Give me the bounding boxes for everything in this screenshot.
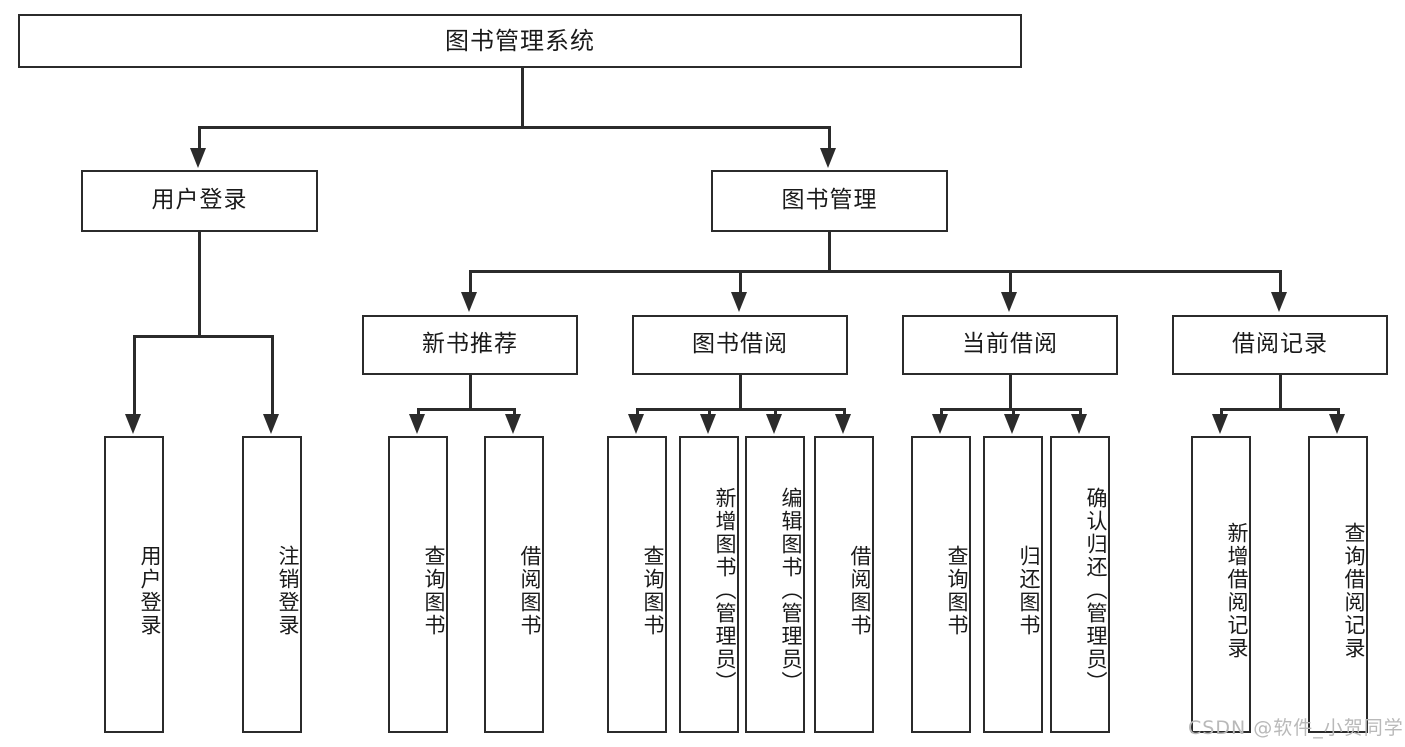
node-leaf-query-book-3[interactable]: 查询图书: [911, 436, 971, 733]
arrow-leaf-3-icon: [409, 414, 425, 434]
arrow-leaf-9-icon: [932, 414, 948, 434]
node-leaf-confirm-return[interactable]: 确认归还（管理员）: [1050, 436, 1110, 733]
node-label: 查询图书: [641, 544, 665, 637]
node-label: 查询图书: [422, 544, 446, 637]
connector-borrow-child-4: [843, 408, 846, 415]
node-label: 注销登录: [276, 544, 300, 637]
arrow-leaf-8-icon: [835, 414, 851, 434]
arrow-leaf-4-icon: [505, 414, 521, 434]
connector-l3-drop-3: [1009, 270, 1012, 294]
node-label: 编辑图书（管理员）: [779, 487, 803, 694]
node-label: 借阅图书: [518, 544, 542, 637]
node-label: 图书管理: [781, 187, 878, 214]
arrow-leaf-6-icon: [700, 414, 716, 434]
arrow-l3-3-icon: [1001, 292, 1017, 312]
node-label: 图书借阅: [692, 331, 788, 358]
connector-root-branch-left: [198, 126, 201, 148]
arrow-l3-1-icon: [461, 292, 477, 312]
connector-root-stem: [521, 68, 524, 128]
node-label: 新增借阅记录: [1225, 521, 1249, 660]
connector-borrow-child-3: [774, 408, 777, 415]
connector-borrow-bus: [636, 408, 845, 411]
connector-l3-drop-1: [469, 270, 472, 294]
connector-record-bus: [1220, 408, 1339, 411]
connector-user-login-child-1: [133, 335, 136, 414]
connector-record-child-1: [1220, 408, 1223, 415]
arrow-leaf-2-icon: [263, 414, 279, 434]
connector-recommend-bus: [417, 408, 515, 411]
arrow-l3-2-icon: [731, 292, 747, 312]
connector-record-stem: [1279, 375, 1282, 408]
node-label: 确认归还（管理员）: [1084, 487, 1108, 694]
connector-current-child-2: [1012, 408, 1015, 415]
node-current-borrow[interactable]: 当前借阅: [902, 315, 1118, 375]
connector-recommend-child-1: [417, 408, 420, 415]
node-label: 查询图书: [945, 544, 969, 637]
arrow-leaf-5-icon: [628, 414, 644, 434]
node-leaf-query-book-2[interactable]: 查询图书: [607, 436, 667, 733]
node-new-book-recommend[interactable]: 新书推荐: [362, 315, 578, 375]
arrow-leaf-12-icon: [1212, 414, 1228, 434]
arrow-user-login-icon: [190, 148, 206, 168]
node-leaf-return-book[interactable]: 归还图书: [983, 436, 1043, 733]
connector-record-child-2: [1337, 408, 1340, 415]
connector-l3-drop-4: [1279, 270, 1282, 294]
arrow-leaf-10-icon: [1004, 414, 1020, 434]
node-leaf-borrow-book-1[interactable]: 借阅图书: [484, 436, 544, 733]
connector-borrow-child-1: [636, 408, 639, 415]
connector-borrow-child-2: [708, 408, 711, 415]
arrow-leaf-7-icon: [766, 414, 782, 434]
node-leaf-borrow-book-2[interactable]: 借阅图书: [814, 436, 874, 733]
node-leaf-logout[interactable]: 注销登录: [242, 436, 302, 733]
node-label: 查询借阅记录: [1342, 521, 1366, 660]
arrow-leaf-13-icon: [1329, 414, 1345, 434]
node-book-borrow[interactable]: 图书借阅: [632, 315, 848, 375]
connector-user-login-bus: [133, 335, 273, 338]
node-leaf-add-book[interactable]: 新增图书（管理员）: [679, 436, 739, 733]
arrow-l3-4-icon: [1271, 292, 1287, 312]
connector-recommend-child-2: [513, 408, 516, 415]
node-root[interactable]: 图书管理系统: [18, 14, 1022, 68]
connector-book-manage-stem: [828, 232, 831, 270]
node-borrow-record[interactable]: 借阅记录: [1172, 315, 1388, 375]
node-label: 新书推荐: [422, 331, 518, 358]
node-book-manage[interactable]: 图书管理: [711, 170, 948, 232]
connector-current-child-1: [940, 408, 943, 415]
node-label: 当前借阅: [962, 331, 1058, 358]
connector-user-login-stem: [198, 232, 201, 335]
connector-current-bus: [940, 408, 1081, 411]
node-user-login[interactable]: 用户登录: [81, 170, 318, 232]
connector-root-branch-right: [828, 126, 831, 148]
node-label: 新增图书（管理员）: [713, 487, 737, 694]
connector-recommend-stem: [469, 375, 472, 408]
node-leaf-query-book-1[interactable]: 查询图书: [388, 436, 448, 733]
node-label: 图书管理系统: [445, 26, 595, 55]
arrow-book-manage-icon: [820, 148, 836, 168]
connector-root-bus: [198, 126, 830, 129]
arrow-leaf-1-icon: [125, 414, 141, 434]
node-label: 归还图书: [1017, 544, 1041, 637]
node-leaf-user-login[interactable]: 用户登录: [104, 436, 164, 733]
node-leaf-query-record[interactable]: 查询借阅记录: [1308, 436, 1368, 733]
connector-user-login-child-2: [271, 335, 274, 414]
node-label: 借阅记录: [1232, 331, 1328, 358]
connector-borrow-stem: [739, 375, 742, 408]
node-label: 用户登录: [138, 544, 162, 637]
connector-current-stem: [1009, 375, 1012, 408]
connector-book-manage-bus: [469, 270, 1281, 273]
connector-l3-drop-2: [739, 270, 742, 294]
node-leaf-edit-book[interactable]: 编辑图书（管理员）: [745, 436, 805, 733]
arrow-leaf-11-icon: [1071, 414, 1087, 434]
node-label: 借阅图书: [848, 544, 872, 637]
node-leaf-add-record[interactable]: 新增借阅记录: [1191, 436, 1251, 733]
node-label: 用户登录: [151, 187, 248, 214]
connector-current-child-3: [1079, 408, 1082, 415]
